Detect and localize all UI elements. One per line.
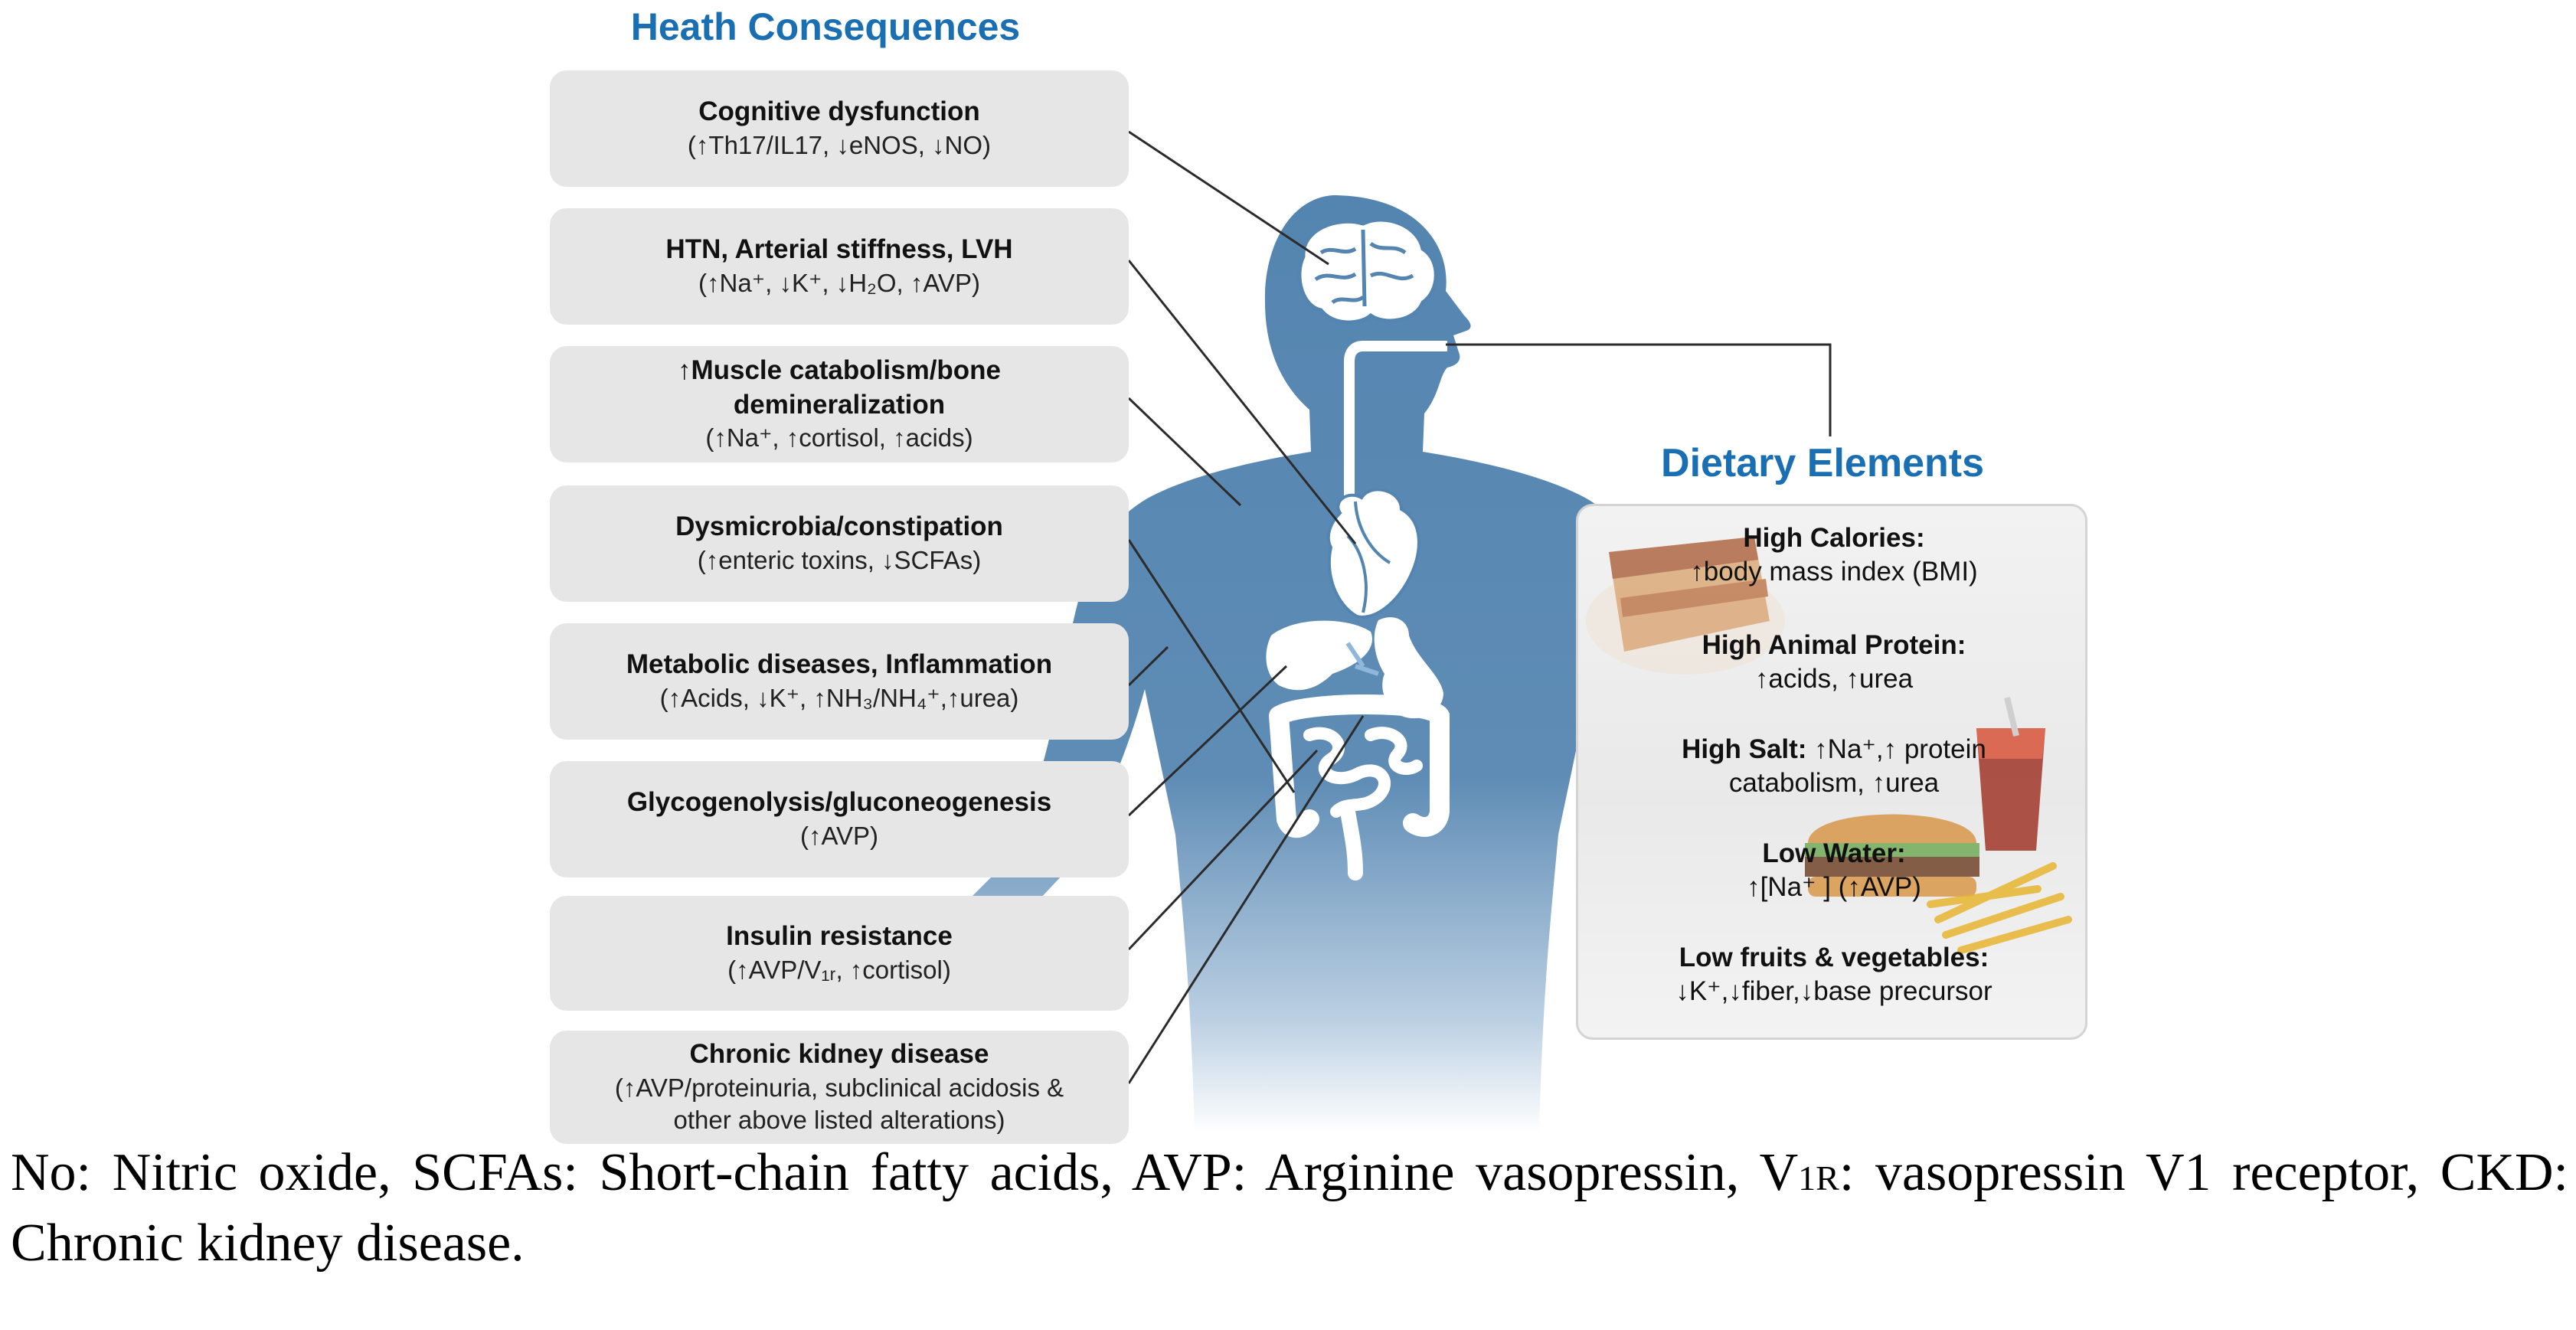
consequence-detail: (↑Acids, ↓K⁺, ↑NH₃/NH₄⁺,↑urea) (659, 683, 1019, 712)
digestive-organs-icon (1266, 617, 1450, 881)
consequence-detail: (↑AVP) (799, 821, 879, 850)
connector-lines (1127, 130, 1832, 1084)
large-intestine-shape (1269, 694, 1450, 838)
consequence-detail: (↑AVP/proteinuria, subclinical acidosis … (614, 1073, 1064, 1135)
dietary-item-title: Low fruits & vegetables: (1679, 943, 1989, 972)
dietary-item-title: High Salt: (1682, 734, 1807, 764)
brain-icon (1297, 217, 1438, 325)
caption-text-part2: : vasopressin V1 receptor, CKD: Chronic … (11, 1143, 2568, 1273)
consequence-box-ckd: Chronic kidney disease (↑AVP/proteinuria… (550, 1031, 1129, 1144)
stomach-shape (1374, 617, 1443, 719)
consequence-detail: (↑Na⁺, ↓K⁺, ↓H₂O, ↑AVP) (698, 268, 980, 297)
body-silhouette (957, 195, 1777, 1133)
consequence-box-glycogenolysis: Glycogenolysis/gluconeogenesis (↑AVP) (550, 761, 1129, 877)
consequence-box-insulin: Insulin resistance (↑AVP/V₁ᵣ, ↑cortisol) (550, 896, 1129, 1011)
cake-icon (1586, 537, 1785, 675)
consequence-title: Dysmicrobia/constipation (675, 511, 1003, 542)
consequence-title: ↑Muscle catabolism/bone demineralization (677, 355, 1002, 420)
consequence-box-metabolic: Metabolic diseases, Inflammation (↑Acids… (550, 623, 1129, 740)
caption-text-part1: No: Nitric oxide, SCFAs: Short-chain fat… (11, 1143, 1799, 1202)
consequence-box-dysmicrobia: Dysmicrobia/constipation (↑enteric toxin… (550, 485, 1129, 602)
esophagus (1344, 341, 1447, 509)
small-intestine-shape (1303, 727, 1423, 818)
connector-dysmicrobia (1127, 539, 1296, 793)
consequence-detail: (↑Na⁺, ↑cortisol, ↑acids) (705, 423, 973, 453)
human-body-illustration (957, 130, 1832, 1133)
connector-htn (1127, 260, 1357, 544)
dietary-item-title: Low Water: (1762, 838, 1906, 868)
consequence-title: HTN, Arterial stiffness, LVH (665, 234, 1013, 265)
caption-subscript: 1R (1798, 1158, 1839, 1198)
drink-icon (1976, 697, 2045, 851)
dietary-elements-title: Dietary Elements (1661, 441, 1984, 485)
dietary-item-low-water: Low Water: ↑[Na⁺ ] (↑AVP) (1578, 837, 2085, 904)
connector-metabolic (1127, 645, 1169, 687)
dietary-elements-panel: High Calories: ↑body mass index (BMI) Hi… (1576, 504, 2087, 1040)
consequence-box-muscle: ↑Muscle catabolism/bone demineralization… (550, 346, 1129, 462)
connector-ckd (1127, 715, 1365, 1084)
consequence-title: Insulin resistance (726, 921, 953, 952)
consequence-box-cognitive: Cognitive dysfunction (↑Th17/IL17, ↓eNOS… (550, 70, 1129, 187)
liver-shape (1266, 620, 1372, 691)
connector-glycogenolysis (1127, 665, 1288, 817)
figure-caption: No: Nitric oxide, SCFAs: Short-chain fat… (11, 1138, 2568, 1279)
dietary-item-high-calories: High Calories: ↑body mass index (BMI) (1578, 521, 2085, 589)
consequence-title: Glycogenolysis/gluconeogenesis (626, 787, 1052, 818)
dietary-item-low-fruits-vegetables: Low fruits & vegetables: ↓K⁺,↓fiber,↓bas… (1578, 941, 2085, 1008)
consequence-title: Cognitive dysfunction (698, 96, 980, 127)
consequence-detail: (↑Th17/IL17, ↓eNOS, ↓NO) (687, 130, 992, 159)
connector-dietary (1446, 343, 1832, 436)
connector-muscle (1127, 397, 1242, 507)
consequence-title: Metabolic diseases, Inflammation (626, 649, 1053, 680)
consequence-detail: (↑enteric toxins, ↓SCFAs) (697, 545, 982, 574)
dietary-item-title-rest: ↑Na⁺,↑ protein (1806, 734, 1986, 764)
dietary-item-animal-protein: High Animal Protein: ↑acids, ↑urea (1578, 629, 2085, 696)
burger-icon (1805, 814, 1979, 897)
dietary-item-detail: ↑acids, ↑urea (1754, 663, 1914, 694)
connector-cognitive (1128, 130, 1329, 266)
connector-insulin (1127, 749, 1319, 951)
dietary-item-detail: catabolism, ↑urea (1728, 767, 1940, 798)
consequence-box-htn: HTN, Arterial stiffness, LVH (↑Na⁺, ↓K⁺,… (550, 208, 1129, 325)
consequence-detail: (↑AVP/V₁ᵣ, ↑cortisol) (727, 955, 951, 984)
food-illustration (1586, 537, 2072, 954)
dietary-item-title: High Calories: (1743, 523, 1925, 553)
dietary-item-high-salt: High Salt: ↑Na⁺,↑ protein catabolism, ↑u… (1578, 733, 2085, 800)
fries-icon (1927, 862, 2072, 954)
dietary-item-detail: ↑[Na⁺ ] (↑AVP) (1747, 871, 1921, 902)
dietary-item-detail: ↑body mass index (BMI) (1690, 556, 1978, 587)
heart-icon (1326, 488, 1420, 619)
dietary-item-title: High Animal Protein: (1702, 630, 1966, 660)
health-consequences-title: Heath Consequences (630, 5, 1021, 48)
dietary-item-detail: ↓K⁺,↓fiber,↓base precursor (1675, 975, 1992, 1006)
consequence-title: Chronic kidney disease (689, 1038, 989, 1069)
